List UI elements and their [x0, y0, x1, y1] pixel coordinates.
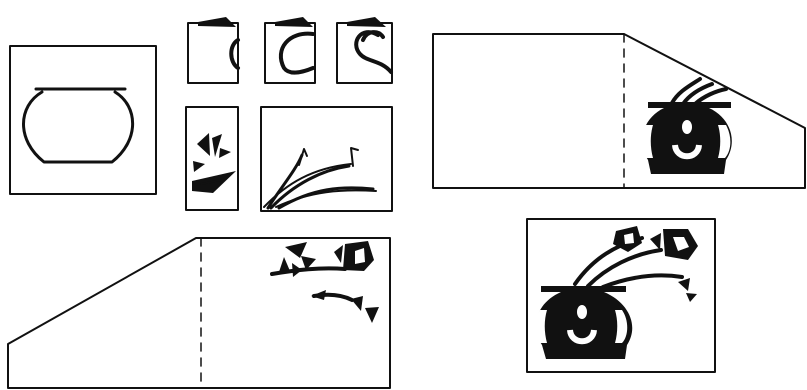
card-vase-folded-panel	[433, 34, 805, 188]
folded-card-1-panel	[188, 17, 238, 83]
card-flowers-stems	[272, 268, 352, 300]
card-vase-dot	[682, 120, 692, 134]
vase-outline-shape	[24, 89, 133, 162]
card-1-fold-corner	[198, 17, 236, 27]
branches-card-frame	[261, 107, 392, 211]
card-flowers-folded-panel	[8, 238, 390, 388]
leaf-card-frame	[186, 107, 238, 210]
finished-card-flower-2	[650, 229, 698, 260]
finished-card-panel	[527, 219, 715, 372]
vase-outline-frame	[10, 46, 156, 194]
finished-card-leaf-1	[678, 278, 690, 291]
leaf-cutout-panel	[186, 107, 238, 210]
folded-card-3-panel	[337, 17, 392, 83]
card-vase-outline	[433, 34, 805, 188]
finished-card-leaf-2	[686, 293, 697, 302]
card-flowers-leaf-2	[365, 307, 379, 323]
leaf-piece-4	[193, 161, 205, 172]
card-1-cut-line	[231, 40, 238, 68]
vase-outline-panel	[10, 46, 156, 194]
card-3-cut-line	[356, 32, 391, 72]
card-2-cut-line	[281, 34, 313, 73]
card-flowers-outline	[8, 238, 390, 388]
branches-cutout-panel	[261, 107, 392, 211]
leaf-piece-1	[197, 133, 210, 156]
branches-lines	[268, 155, 373, 208]
card-vase-vase	[642, 102, 732, 174]
finished-card-vase-dot	[577, 305, 587, 319]
folded-card-2-panel	[265, 17, 315, 83]
leaf-piece-3	[219, 148, 231, 158]
card-flowers-flower-2	[334, 241, 374, 271]
card-3-fold-corner	[347, 17, 386, 27]
card-2-fold-corner	[275, 17, 313, 27]
